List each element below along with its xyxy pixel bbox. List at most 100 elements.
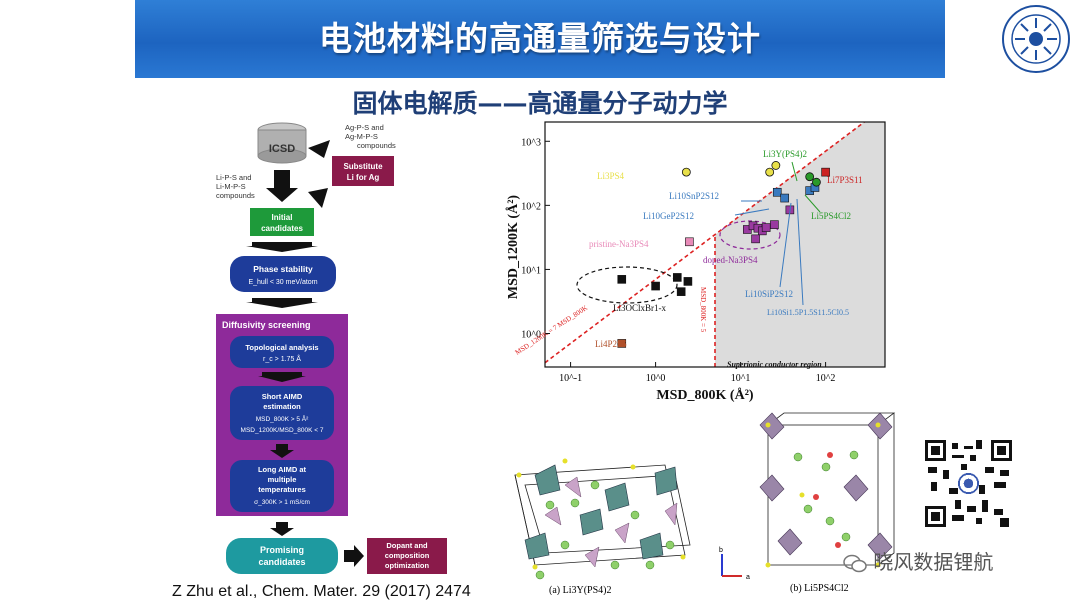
promising-box — [226, 538, 338, 574]
x-tick-label: 10^-1 — [559, 373, 582, 384]
screening-flowchart: ICSD Ag-P-S and Ag-M-P-S compounds Subst… — [212, 118, 472, 598]
li-compounds-1: Li-P-S and — [216, 173, 251, 182]
down-arrow-icon-3 — [246, 298, 318, 308]
y-tick-label: 10^1 — [521, 265, 541, 276]
ag-compounds-3: compounds — [357, 141, 396, 150]
topo-box — [230, 336, 334, 368]
funnel-icon-2 — [308, 188, 328, 208]
initial-2: candidates — [261, 224, 303, 233]
long-1: Long AIMD at — [258, 465, 307, 474]
label-doped: doped-Na3PS4 — [703, 255, 758, 265]
academy-seal-icon — [1001, 4, 1071, 74]
x-tick-label: 10^1 — [731, 373, 751, 384]
dopant-1: Dopant and — [386, 541, 428, 550]
down-arrow-icon-2 — [246, 242, 318, 252]
caption-li5ps4cl2: (b) Li5PS4Cl2 — [790, 583, 849, 594]
data-point-li3oclxbr1-x — [683, 277, 693, 286]
structure-li3y: (a) Li3Y(PS4)2 — [505, 445, 695, 596]
x-ticks: 10^-1 10^0 10^1 10^2 — [559, 362, 835, 384]
arrow-li10si15 — [796, 198, 804, 306]
y-axis-label: MSD_1200K (Å²) — [505, 195, 521, 299]
structure-li5ps4cl2: (b) Li5PS4Cl2 — [750, 405, 900, 595]
phase-1: Phase stability — [253, 264, 313, 274]
data-point-doped-na3ps4 — [751, 234, 760, 244]
vert-label: MSD_800K = 5 — [699, 287, 707, 333]
long-2: multiple — [268, 475, 297, 484]
icsd-label: ICSD — [269, 143, 295, 155]
topo-1: Topological analysis — [245, 343, 318, 352]
topo-2: r_c > 1.75 Å — [263, 354, 301, 363]
long-aimd-box — [230, 460, 334, 512]
data-point-li3oclxbr1-x — [651, 281, 660, 291]
label-li3ps4: Li3PS4 — [597, 171, 625, 181]
msd-scatter-plot: 10^-1 10^0 10^1 10^2 10^0 10^1 10^2 10^3 Super… — [505, 117, 905, 407]
promising-1: Promising — [260, 545, 304, 555]
y-ticks: 10^010^110^210^3 — [521, 137, 550, 340]
label-li10sip2s12: Li10SiP2S12 — [745, 289, 793, 299]
data-point-li3oclxbr1-x — [672, 273, 682, 282]
data-point-li3oclxbr1-x — [617, 275, 627, 284]
phase-box — [230, 256, 336, 292]
long-4: σ_300K > 1 mS/cm — [254, 499, 310, 506]
data-point-pristine-na3ps4 — [685, 237, 694, 247]
qr-code-icon[interactable] — [925, 440, 1012, 527]
down-arrow-icon-4 — [258, 372, 306, 382]
header-banner: 电池材料的高通量筛选与设计 — [135, 0, 1070, 78]
axis-b: b — [719, 547, 723, 554]
cluster-li3ocl — [576, 266, 678, 304]
ag-compounds-2: Ag-M-P-S — [345, 132, 378, 141]
y-tick-label: 10^3 — [521, 137, 541, 148]
phase-2: E_hull < 30 meV/atom — [248, 279, 317, 286]
region-label: Superionic conductor region — [727, 360, 822, 369]
diffusivity-title: Diffusivity screening — [222, 320, 311, 330]
label-li3y: Li3Y(PS4)2 — [763, 149, 807, 159]
short-4: MSD_1200K/MSD_800K < 7 — [241, 427, 324, 434]
dopant-box — [367, 538, 447, 574]
data-point-li7p3s11 — [821, 167, 830, 177]
label-li3ocl: Li3OClxBr1-x — [613, 303, 666, 313]
label-li10si15: Li10Si1.5P1.5S11.5Cl0.5 — [767, 308, 849, 317]
data-point-yellow — [771, 161, 781, 170]
data-point-li3oclxbr1-x — [676, 287, 686, 296]
substitute-1: Substitute — [343, 162, 383, 171]
short-1: Short AIMD — [262, 392, 303, 401]
axis-a: a — [746, 574, 750, 581]
data-point-li3y-ps4-2 — [805, 172, 815, 182]
watermark-text: 晓风数据锂航 — [873, 550, 994, 574]
substitute-box — [332, 156, 394, 186]
short-3: MSD_800K > 5 Å² — [256, 414, 309, 423]
down-arrow-icon — [266, 170, 298, 202]
label-li5ps4: Li5PS4Cl2 — [811, 211, 851, 221]
label-pristine: pristine-Na3PS4 — [589, 239, 649, 249]
x-axis-label: MSD_800K (Å²) — [656, 387, 753, 403]
short-aimd-box — [230, 386, 334, 440]
label-li7p3s11: Li7P3S11 — [827, 175, 863, 185]
y-tick-label: 10^0 — [521, 329, 541, 340]
label-li10snp2s12: Li10SnP2S12 — [669, 191, 719, 201]
ag-compounds-1: Ag-P-S and — [345, 123, 384, 132]
label-li10gep2s12: Li10GeP2S12 — [643, 211, 694, 221]
watermark: 晓风数据锂航 — [843, 546, 993, 575]
data-point-li4p2s6 — [617, 339, 627, 348]
short-2: estimation — [263, 402, 301, 411]
slide-title: 电池材料的高通量筛选与设计 — [319, 19, 761, 58]
arrow-li10si — [779, 202, 792, 288]
x-tick-label: 10^0 — [646, 373, 666, 384]
diagonal-line — [544, 121, 865, 364]
long-3: temperatures — [258, 485, 306, 494]
dopant-2: composition — [385, 551, 430, 560]
promising-2: candidates — [258, 557, 305, 567]
label-li4p2s6: Li4P2S6 — [595, 339, 627, 349]
slide-subtitle: 固体电解质——高通量分子动力学 — [352, 89, 728, 118]
x-tick-label: 10^2 — [816, 373, 836, 384]
database-icon — [257, 122, 307, 164]
data-point-doped-na3ps4 — [761, 223, 771, 232]
data-point-li5ps4cl2 — [812, 177, 821, 187]
caption-li3y: (a) Li3Y(PS4)2 — [549, 585, 612, 595]
data-point-yellow — [765, 167, 775, 177]
arrow-li10ge — [734, 208, 770, 216]
li-compounds-3: compounds — [216, 191, 255, 200]
data-point-li10gep2s12 — [780, 193, 789, 203]
arrow-li3y — [791, 161, 798, 182]
citation: Z Zhu et al., Chem. Mater. 29 (2017) 247… — [172, 583, 471, 600]
